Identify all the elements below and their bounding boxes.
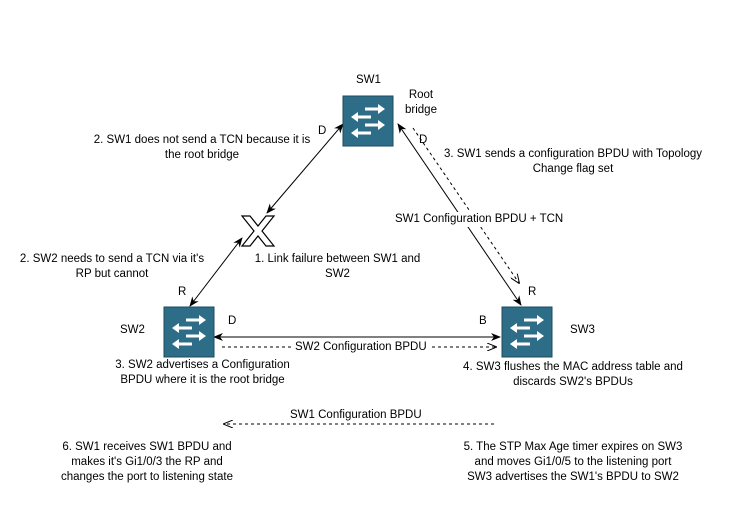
link-sw1-sw2-upper: [266, 123, 344, 214]
sw1-role: Root bridge: [405, 89, 437, 116]
sw1-left-port-role: D: [318, 125, 327, 137]
sw1-sw3-link-label: SW1 Configuration BPDU + TCN: [395, 212, 564, 227]
sw3-name: SW3: [570, 324, 595, 336]
step-1-text: 1. Link failure between SW1 and SW2: [254, 253, 421, 280]
step-3-sw1-text: 3. SW1 sends a configuration BPDU with T…: [443, 148, 703, 175]
step-5-text: 5. The STP Max Age timer expires on SW3 …: [463, 441, 683, 483]
sw3-switch-icon[interactable]: [501, 306, 553, 358]
sw3-sw2-relay-label: SW1 Configuration BPDU: [290, 409, 422, 421]
sw2-name: SW2: [120, 324, 145, 336]
step-4-text: 4. SW3 flushes the MAC address table and…: [463, 361, 683, 388]
bpdu-tcn-arrow: [412, 127, 519, 283]
link-sw1-sw2-lower: [189, 237, 243, 307]
sw2-right-port-role: D: [228, 315, 237, 327]
sw1-switch-icon[interactable]: [342, 95, 394, 147]
step-2-sw1-text: 2. SW1 does not send a TCN because it is…: [93, 134, 311, 161]
sw1-name: SW1: [356, 74, 381, 86]
step-2-sw2-text: 2. SW2 needs to send a TCN via it's RP b…: [19, 253, 205, 280]
sw1-right-port-role: D: [419, 134, 428, 146]
sw3-left-port-role: B: [479, 315, 487, 327]
sw3-top-port-role: R: [528, 286, 537, 298]
sw2-top-port-role: R: [178, 286, 187, 298]
link-failure-x-icon: [240, 215, 276, 247]
step-6-text: 6. SW1 receives SW1 BPDU and makes it's …: [61, 441, 233, 483]
sw2-sw3-link-label: SW2 Configuration BPDU: [293, 340, 429, 355]
sw2-switch-icon[interactable]: [163, 306, 215, 358]
step-3-sw2-text: 3. SW2 advertises a Configuration BPDU w…: [115, 359, 290, 386]
